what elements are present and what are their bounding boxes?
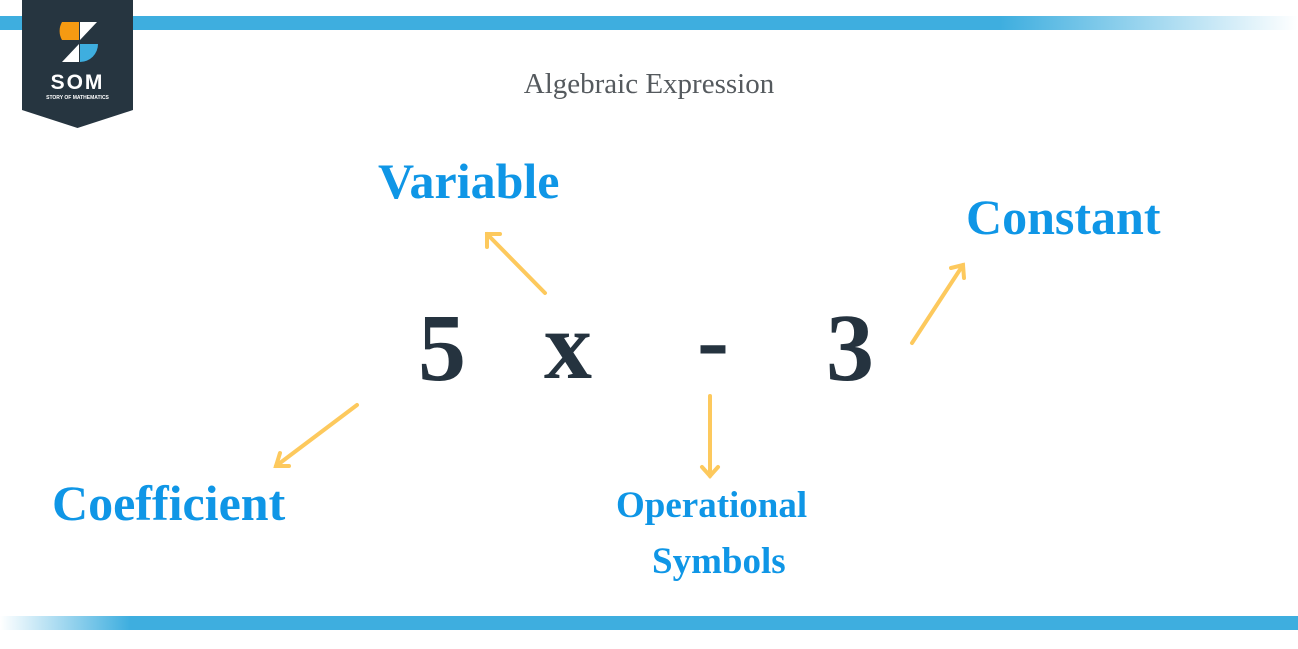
operational-label-line2: Symbols — [652, 541, 786, 582]
logo-abbr: SOM — [51, 71, 105, 94]
diagram-title: Algebraic Expression — [523, 68, 775, 100]
operational-label-line1: Operational — [616, 485, 808, 526]
constant-term: 3 — [826, 294, 874, 401]
logo-name: STORY OF MATHEMATICS — [46, 95, 109, 101]
som-logo: SOM STORY OF MATHEMATICS — [22, 0, 133, 128]
variable-label: Variable — [378, 153, 560, 209]
coefficient-arrow-icon — [273, 403, 359, 468]
top-accent-bar — [0, 16, 1298, 30]
coefficient-label: Coefficient — [52, 475, 286, 531]
constant-label: Constant — [966, 189, 1161, 245]
variable-term: x — [544, 292, 592, 399]
variable-arrow-icon — [485, 232, 547, 295]
operator-term: - — [697, 286, 729, 393]
coefficient-term: 5 — [418, 294, 466, 401]
bottom-accent-bar — [0, 616, 1298, 630]
constant-arrow-icon — [910, 262, 966, 345]
operational-arrow-icon — [700, 394, 720, 480]
